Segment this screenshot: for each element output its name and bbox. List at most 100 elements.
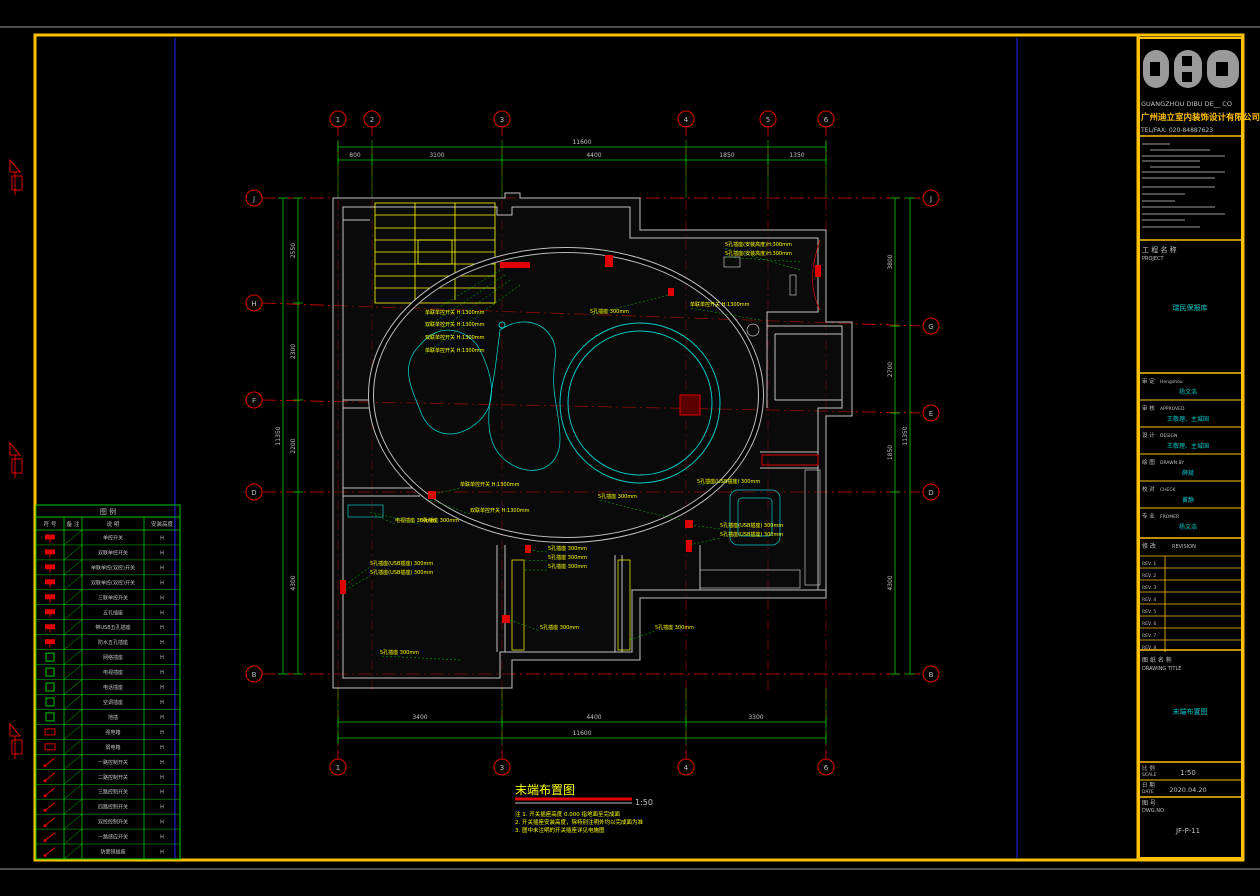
legend-description: 二路控制开关 [98,774,128,781]
legend-symbol [44,787,56,797]
legend-height: H [160,550,164,556]
legend-symbol [44,757,56,767]
dimension-label: 3800 [887,254,894,269]
legend-description: 三联单控开关 [98,594,128,601]
callout-label: 5孔插座(USB插座) 300mm [720,531,783,538]
scale-label-en: SCALE [1142,772,1157,778]
legend-description: 双联单控(双控)开关 [91,579,135,586]
dimension-label: 1850 [887,445,894,460]
callout-label: 5孔插座(安装高度)H:300mm [725,241,792,248]
legend-height: H [160,760,164,766]
legend-header: 备 注 [67,520,80,528]
grid-label-top: 3 [500,116,504,124]
legend-description: 空调插座 [103,699,123,706]
grid-label-bottom: 1 [336,764,340,772]
callout-label: 5孔插座 300mm [548,563,587,570]
role-label-en: DRAWN BY [1160,460,1184,466]
plan-note-1: 注 1. 开关插座高度 0.000 指地面至完成面 [515,810,620,818]
legend-height: H [160,745,164,751]
title-block: GUANGZHOU DIBU DE__ CO 广州迪立室内装饰设计有限公司 TE… [1138,37,1260,859]
grid-bubble-right [922,189,940,207]
plan-scale: 1:50 [635,798,653,807]
grid-label-bottom: 6 [824,764,829,772]
role-label-en: FROMER [1160,514,1179,520]
grid-label-bottom: 4 [684,764,689,772]
legend-description: 防雾镜插座 [100,849,125,856]
legend-symbol [45,549,55,555]
legend-description: 一路感应开关 [98,834,128,841]
callout-label: 5孔插座 300mm [548,545,587,552]
legend-header: 安装高度 [151,520,174,528]
grid-bubble-left [245,294,263,312]
grid-label-right: J [929,195,932,203]
role-label-en: CHECK [1160,487,1177,493]
revision-row-label: REV. 7 [1142,633,1156,639]
grid-label-bottom: 3 [500,764,504,772]
role-value: 杨文浩 [1179,523,1197,531]
drawing-number-label: 图 号 [1142,800,1156,807]
project-name: 瑞民保报库 [1173,303,1208,312]
grid-label-top: 4 [684,116,689,124]
dimension-label: 4300 [290,575,297,590]
legend-symbol [44,832,56,841]
grid-label-top: 6 [824,116,829,124]
legend-description: 双联单控开关 [98,549,128,556]
legend-description: 双控控制开关 [98,819,128,826]
legend-description: 带USB五孔插座 [95,624,130,631]
callout-label: 双联单控开关 H:1300mm [425,334,485,341]
company-name-cn: 广州迪立室内装饰设计有限公司 [1141,112,1260,123]
grid-bubble-bottom [677,758,695,776]
role-label-en: APPROVED [1160,406,1185,412]
grid-bubble-top [493,110,511,128]
legend-height: H [160,535,164,541]
grid-label-top: 1 [336,116,340,124]
callout-label: 5孔插座 300mm [655,624,694,631]
plan-note-3: 3. 图中未注明的开关插座详见电施图 [515,826,605,834]
grid-bubble-right [922,665,940,683]
grid-label-right: G [928,323,933,331]
callout-label: 电视插座 300mm [395,517,436,524]
callout-label: 单联单控开关 H:1300mm [425,347,485,354]
legend-description: 防水五孔插座 [98,639,128,646]
legend-symbol [45,564,55,570]
callout-label: 5孔插座 300mm [548,554,587,561]
role-label: 校 对 [1142,485,1155,493]
legend-description: 五孔插座 [103,609,123,616]
grid-bubble-top [817,110,835,128]
grid-label-left: B [252,671,257,679]
callout-label: 5孔插座(USB插座) 300mm [370,560,433,567]
role-label: 审 定 [1142,377,1155,385]
grid-bubble-top [759,110,777,128]
role-label-en: Hengshou [1160,379,1183,385]
dimension-label: 2300 [290,344,297,359]
legend-symbol [45,652,55,662]
dimension-label: 11350 [275,426,282,445]
revision-row-label: REV. 8 [1142,645,1156,651]
legend-title: 图 例 [100,507,116,516]
revision-label: 修 改 [1142,542,1156,550]
legend-height: H [160,610,164,616]
legend-description: 电视插座 [103,669,123,676]
callout-label: 5孔插座(USB插座) 300mm [697,478,760,485]
role-value: 王敬理、主城国 [1167,442,1209,450]
date-value: 2020.04.20 [1169,786,1206,794]
company-notes [1142,143,1225,228]
legend-description: 三路控制开关 [98,789,128,796]
furniture [347,239,821,651]
walls [332,192,853,689]
legend-height: H [160,805,164,811]
legend-symbol [45,667,55,677]
plan-note-2: 2. 开关插座安装高度，除特别注明外均以完成面为准 [515,818,643,826]
oval-room [368,247,764,543]
callout-label: 5孔插座 300mm [590,308,629,315]
revision-label-en: REVISION [1172,544,1196,550]
dimension-label: 1850 [719,152,734,159]
legend-description: 强电箱 [105,729,120,736]
revision-row-label: REV. 2 [1142,573,1156,579]
callout-label: 单联单控开关 H:1300mm [460,481,520,488]
legend-header: 符 号 [44,520,57,528]
revision-row-label: REV. 3 [1142,585,1156,591]
